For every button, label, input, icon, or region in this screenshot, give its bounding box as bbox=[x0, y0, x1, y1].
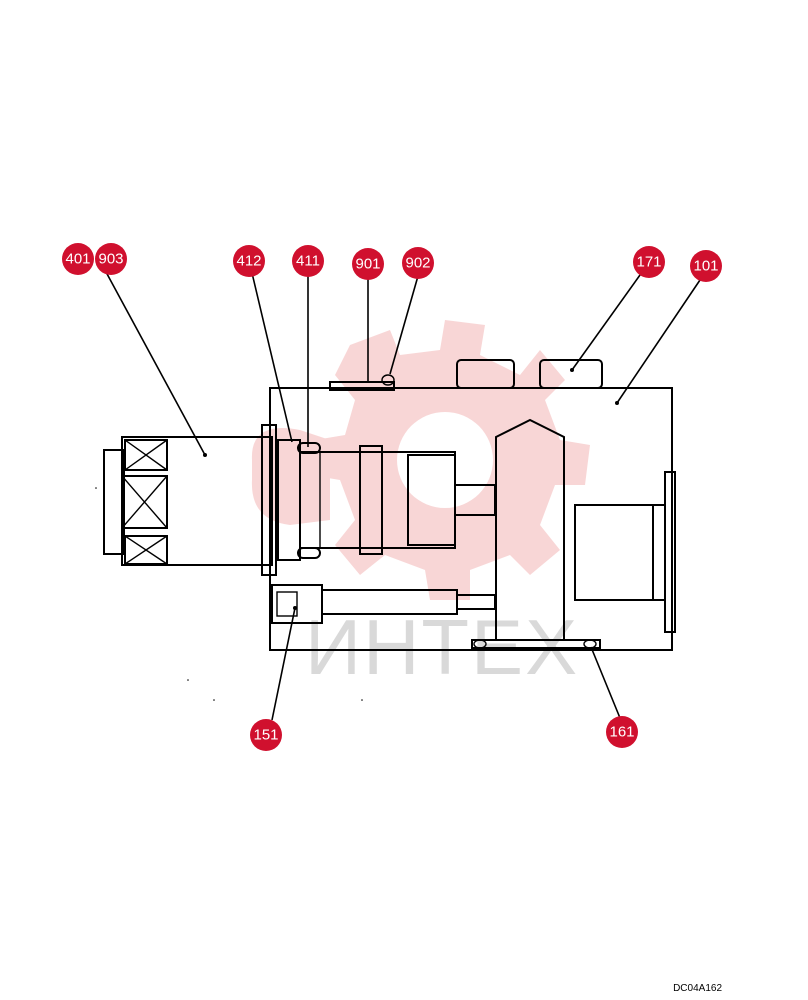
callouts: 401 903 412 411 901 902 171 101 bbox=[62, 243, 722, 751]
coil-x1-cross bbox=[124, 439, 168, 471]
coil-x3-cross bbox=[124, 535, 168, 565]
leader-171-dot bbox=[570, 368, 574, 372]
watermark-gear-hole bbox=[397, 412, 493, 508]
callout-101-label: 101 bbox=[693, 258, 718, 275]
callout-101[interactable]: 101 bbox=[690, 250, 722, 282]
callout-902-label: 902 bbox=[405, 255, 430, 272]
drawing-code: DC04A162 bbox=[673, 983, 722, 994]
leader-903 bbox=[105, 271, 206, 456]
callout-903[interactable]: 903 bbox=[95, 243, 127, 275]
leader-101-dot bbox=[615, 401, 619, 405]
leader-151-dot bbox=[293, 606, 297, 610]
callout-401[interactable]: 401 bbox=[62, 243, 94, 275]
callout-161[interactable]: 161 bbox=[606, 716, 638, 748]
plunger-inner bbox=[276, 591, 298, 617]
flange bbox=[261, 424, 277, 576]
leader-151 bbox=[271, 607, 296, 721]
callout-171-circle bbox=[633, 246, 665, 278]
callout-901[interactable]: 901 bbox=[352, 248, 384, 280]
callout-171[interactable]: 171 bbox=[633, 246, 665, 278]
bottom-seal-left bbox=[473, 639, 487, 649]
callout-903-circle bbox=[95, 243, 127, 275]
callout-151[interactable]: 151 bbox=[250, 719, 282, 751]
right-cap bbox=[653, 504, 666, 601]
callout-401-circle bbox=[62, 243, 94, 275]
top-plate-901 bbox=[329, 381, 395, 391]
callout-901-circle bbox=[352, 248, 384, 280]
watermark-bulb-icon bbox=[251, 428, 330, 525]
callout-903-label: 903 bbox=[98, 251, 123, 268]
lower-rod-tip bbox=[456, 594, 496, 610]
callout-151-circle bbox=[250, 719, 282, 751]
right-end-plate bbox=[664, 471, 676, 633]
coil-x1 bbox=[124, 439, 168, 471]
callout-902[interactable]: 902 bbox=[402, 247, 434, 279]
callout-411[interactable]: 411 bbox=[292, 245, 324, 277]
callout-412-circle bbox=[233, 245, 265, 277]
callout-101-circle bbox=[690, 250, 722, 282]
leader-161 bbox=[590, 646, 621, 719]
leader-902 bbox=[389, 275, 419, 375]
callout-171-label: 171 bbox=[636, 254, 661, 271]
callout-412[interactable]: 412 bbox=[233, 245, 265, 277]
top-port-171 bbox=[539, 359, 603, 389]
assembly-drawing bbox=[95, 359, 676, 701]
dot-1 bbox=[95, 487, 97, 489]
screw-902 bbox=[381, 374, 395, 386]
callout-401-label: 401 bbox=[65, 251, 90, 268]
callout-902-circle bbox=[402, 247, 434, 279]
leader-412 bbox=[251, 272, 293, 443]
callout-412-label: 412 bbox=[236, 253, 261, 270]
coil-x2 bbox=[121, 475, 168, 529]
callout-161-label: 161 bbox=[609, 724, 634, 741]
dot-4 bbox=[361, 699, 363, 701]
solenoid-cap bbox=[103, 449, 125, 555]
coil-x3 bbox=[124, 535, 168, 565]
bottom-plate-161 bbox=[471, 639, 601, 649]
callout-411-label: 411 bbox=[296, 253, 320, 270]
callout-411-circle bbox=[292, 245, 324, 277]
sleeve-ring bbox=[359, 445, 383, 555]
leader-lines bbox=[105, 271, 701, 721]
leader-101 bbox=[616, 279, 701, 404]
leader-903-dot bbox=[203, 453, 207, 457]
dot-2 bbox=[187, 679, 189, 681]
coil-x2-cross bbox=[121, 475, 168, 529]
leader-171 bbox=[571, 274, 641, 371]
callout-161-circle bbox=[606, 716, 638, 748]
right-piston bbox=[574, 504, 654, 601]
callout-151-label: 151 bbox=[253, 727, 278, 744]
top-port-left bbox=[456, 359, 515, 389]
dot-3 bbox=[213, 699, 215, 701]
bottom-seal-right bbox=[583, 639, 597, 649]
callout-901-label: 901 bbox=[355, 256, 380, 273]
oring-411-bottom bbox=[297, 547, 321, 559]
